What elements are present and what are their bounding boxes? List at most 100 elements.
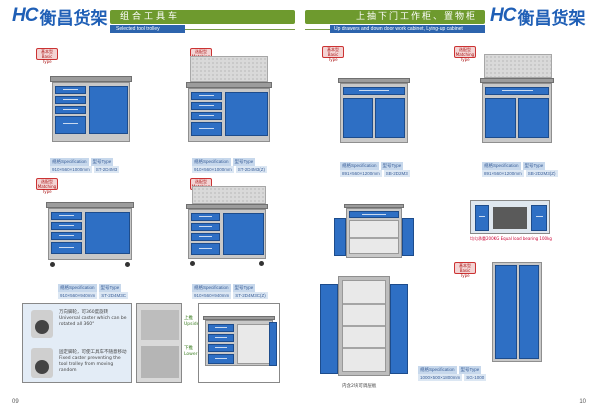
- tag-cn: 选配型: [195, 49, 207, 54]
- drawer: [191, 243, 220, 255]
- spec-label: 规格Specification: [418, 366, 457, 374]
- cabinet-door: [85, 212, 130, 254]
- locker-interior: [342, 280, 386, 372]
- tag-cn: 选配型: [195, 179, 207, 184]
- caster-detail-box: 万向脚轮，可360度旋转 Universal caster which can …: [22, 303, 132, 383]
- work-cabinet-matching: [482, 83, 552, 143]
- tool-trolley-casters: [48, 208, 132, 260]
- spec-label: 规格Specification: [192, 158, 231, 166]
- open-door-right: [402, 218, 414, 256]
- cabinet-top: [46, 202, 134, 208]
- pegboard: [484, 54, 552, 78]
- drawer: [191, 233, 220, 241]
- drawer: [208, 324, 234, 332]
- caster-wheel: [125, 262, 130, 267]
- universal-caster-image: [31, 310, 53, 338]
- type-label: 型号Type: [98, 284, 122, 292]
- spec-label: 规格Specification: [192, 284, 231, 292]
- left-logo: HC 衡昌货架: [12, 5, 108, 29]
- cabinet-top: [344, 204, 404, 208]
- cabinet-top: [480, 78, 554, 83]
- drawer: [55, 86, 86, 94]
- drawer: [191, 122, 222, 136]
- fixed-caster-en: Fixed caster preventing the tool trolley…: [59, 356, 121, 373]
- tag-en: Basic Type: [459, 268, 471, 278]
- shelf: [343, 347, 385, 349]
- caster-wheel: [35, 360, 49, 374]
- right-band-title: 上抽下门工作柜、置物柜: [355, 12, 477, 22]
- drawer-photo: [470, 200, 550, 234]
- tag-matching: 选配型 Matching Type: [454, 46, 476, 62]
- cabinet-top: [186, 204, 268, 209]
- spec-value: 910×560×1000mm: [192, 166, 234, 173]
- drawer-detail-photo: [136, 303, 182, 383]
- fixed-caster-image: [31, 348, 53, 378]
- spec-value: 1000×500×1800mm: [418, 374, 463, 381]
- type-value: ST-2D4M3(Z): [235, 166, 268, 173]
- drawer: [191, 213, 220, 221]
- right-rule: [305, 29, 330, 30]
- shelf: [343, 303, 385, 305]
- caster-wheel: [259, 261, 264, 266]
- tag-cn: 选配型: [459, 47, 471, 52]
- drawer: [191, 102, 222, 110]
- lower-detail: [141, 346, 179, 378]
- pegboard: [190, 56, 268, 82]
- spec-value: 891×560×1200mm: [340, 170, 382, 177]
- shelf: [343, 325, 385, 327]
- cabinet-door: [495, 265, 517, 359]
- left-band-sub: Selected tool trolley: [116, 26, 160, 32]
- left-rule: [185, 29, 295, 30]
- universal-caster-cn: 万向脚轮，可360度旋转: [59, 310, 109, 315]
- type-label: 型号Type: [232, 284, 256, 292]
- logo-cn: 衡昌货架: [517, 8, 586, 29]
- drawer: [531, 205, 547, 231]
- lower-en: Lower plate: [184, 352, 210, 357]
- tag-basic: 基本型 Basic Type: [322, 46, 344, 62]
- type-label: 型号Type: [380, 162, 404, 170]
- type-label: 型号Type: [90, 158, 114, 166]
- type-value: ST-2D4M3: [93, 166, 120, 173]
- cabinet-door: [375, 98, 405, 138]
- drawer: [55, 106, 86, 114]
- drawer: [475, 205, 489, 231]
- tool-trolley-pegboard-casters: [188, 209, 266, 259]
- cabinet-door: [89, 86, 128, 134]
- drawer: [191, 92, 222, 100]
- work-cabinet-basic: [340, 83, 408, 143]
- drawer: [51, 232, 82, 240]
- open-work-cabinet: [346, 208, 402, 258]
- drawer: [208, 344, 234, 352]
- logo-hc: HC: [12, 5, 38, 26]
- caster-wheel: [190, 261, 195, 266]
- tag-cn: 基本型: [41, 49, 53, 54]
- type-value: SG-1000: [464, 374, 487, 381]
- type-label: 型号Type: [232, 158, 256, 166]
- drawer: [55, 116, 86, 134]
- lower-cn: 下推: [184, 346, 193, 351]
- drawer: [349, 211, 399, 218]
- open-door-right: [390, 284, 408, 374]
- open-door: [269, 322, 277, 366]
- right-band: 上抽下门工作柜、置物柜: [305, 10, 485, 24]
- open-door-left: [334, 218, 346, 256]
- logo-cn: 衡昌货架: [39, 8, 108, 29]
- type-label: 型号Type: [522, 162, 546, 170]
- locker-cabinet: [492, 262, 542, 362]
- shelf-note: 内含2块可调层板: [342, 384, 377, 389]
- lower-label: 下推 Lower plate: [184, 346, 210, 358]
- tag-cn: 基本型: [459, 263, 471, 268]
- cabinet-door: [518, 98, 549, 138]
- cabinet-interior: [349, 220, 399, 254]
- spec-label: 规格Specification: [50, 158, 89, 166]
- tag-en: Matching Type: [455, 52, 475, 62]
- spec-value: 910×560×940mm: [192, 292, 232, 299]
- tool-trolley-matching: [188, 88, 270, 142]
- tag-cn: 基本型: [327, 47, 339, 52]
- drawer: [191, 223, 220, 231]
